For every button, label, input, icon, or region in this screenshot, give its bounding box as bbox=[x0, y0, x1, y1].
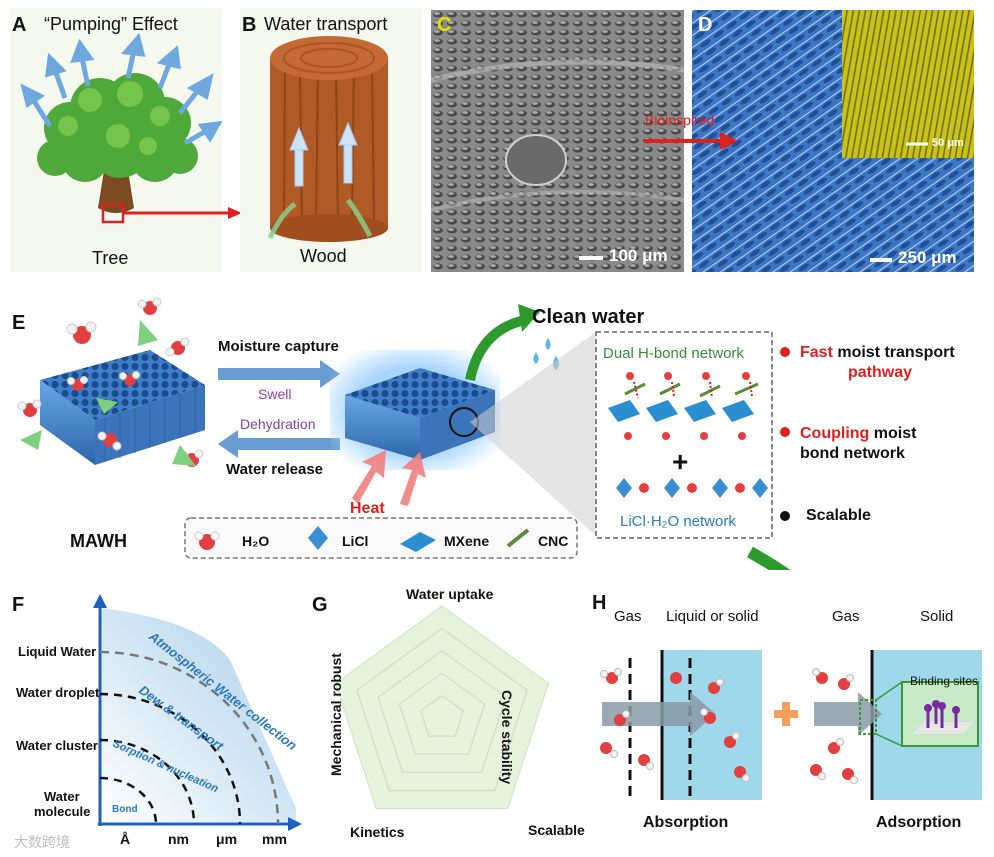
absorption-adsorption-diagram bbox=[600, 650, 982, 800]
radar-chart bbox=[334, 605, 550, 810]
moisture-capture-label: Moisture capture bbox=[218, 338, 339, 355]
h-left-gas: Gas bbox=[614, 608, 642, 625]
radar-axis-water-uptake: Water uptake bbox=[406, 586, 494, 602]
panel-label-b: B bbox=[242, 14, 257, 36]
panel-a-title: “Pumping” Effect bbox=[44, 14, 178, 34]
radar-ring-2 bbox=[377, 650, 507, 773]
radar-axis-scalable: Scalable bbox=[528, 822, 585, 838]
radar-axis-cycle-stability: Cycle stability bbox=[499, 690, 515, 785]
plus-label: + bbox=[672, 446, 689, 477]
heat-label: Heat bbox=[350, 500, 385, 517]
scalebar-c: 100 μm bbox=[609, 246, 668, 265]
tree-caption: Tree bbox=[92, 248, 129, 268]
feature-1: Fast moist transport pathway bbox=[800, 343, 955, 383]
dehydration-label: Dehydration bbox=[240, 416, 316, 432]
panel-b: B Water transport Wood bbox=[240, 8, 422, 272]
wood-scaffold-image bbox=[692, 10, 974, 272]
level-liquid-water: Liquid Water bbox=[18, 644, 97, 659]
level-water-droplet: Water droplet bbox=[16, 685, 100, 700]
mawh-label: MAWH bbox=[70, 531, 127, 551]
feature-1-highlight: Fast bbox=[800, 344, 833, 361]
panel-label-h: H bbox=[592, 592, 607, 614]
clean-water-label: Clean water bbox=[532, 306, 645, 328]
panel-label-f: F bbox=[12, 594, 25, 616]
feature-2-rest: moist bbox=[869, 425, 917, 442]
level-water-molecule-2: molecule bbox=[34, 804, 91, 819]
legend-licl: LiCl bbox=[342, 533, 369, 549]
radar-axis-kinetics: Kinetics bbox=[350, 824, 405, 840]
panel-label-c: C bbox=[437, 14, 452, 36]
sem-image bbox=[431, 10, 684, 272]
arc-label-bond: Bond bbox=[112, 804, 138, 815]
level-water-molecule-1: Water bbox=[44, 789, 80, 804]
dual-network-label: Dual H-bond network bbox=[603, 345, 744, 362]
panel-label-a: A bbox=[12, 14, 27, 36]
feature-2-highlight: Coupling bbox=[800, 425, 870, 442]
scale-diagram: Atmospheric Water collection Dew & trans… bbox=[93, 594, 302, 831]
panel-label-e: E bbox=[12, 312, 26, 334]
h-left-phase: Liquid or solid bbox=[666, 608, 759, 625]
radar-axis-mechanical: Mechanical robust bbox=[328, 653, 344, 776]
connector-arrow bbox=[122, 207, 242, 219]
panel-d: D 50 μm 250 μm bbox=[692, 10, 974, 272]
adsorption-label: Adsorption bbox=[876, 814, 962, 831]
h-right-phase: Solid bbox=[920, 608, 954, 625]
legend-h2o: H₂O bbox=[242, 533, 270, 549]
bioinspired-arrow bbox=[644, 132, 738, 150]
licl-network-label: LiCl·H₂O network bbox=[620, 513, 736, 530]
panel-label-g: G bbox=[312, 594, 328, 616]
panel-b-title: Water transport bbox=[264, 14, 388, 34]
wood-caption: Wood bbox=[300, 246, 347, 266]
feature-3-text: Scalable bbox=[806, 507, 871, 524]
water-release-label: Water release bbox=[226, 461, 324, 478]
legend-mxene: MXene bbox=[444, 533, 490, 549]
h-right-gas: Gas bbox=[832, 608, 860, 625]
feature-3: Scalable bbox=[806, 507, 871, 525]
feature-1-line2: pathway bbox=[848, 364, 913, 381]
legend-cnc: CNC bbox=[538, 533, 569, 549]
panel-label-d: D bbox=[698, 14, 713, 36]
feature-1-rest: moist transport bbox=[832, 344, 955, 361]
level-water-cluster: Water cluster bbox=[16, 738, 98, 753]
panel-a: A “Pumping” Effect Tree bbox=[10, 8, 223, 272]
radar-ring-1 bbox=[356, 627, 528, 792]
bioinspired-label: Bioinspired bbox=[645, 112, 715, 128]
panel-c: C 100 μm bbox=[431, 10, 684, 272]
feature-2: Coupling moist bond network bbox=[800, 424, 916, 464]
radar-ring-4 bbox=[419, 694, 465, 737]
wood-illustration bbox=[267, 36, 388, 242]
scalebar-d: 250 μm bbox=[898, 248, 957, 267]
feature-2-line2: bond network bbox=[800, 445, 905, 462]
panel-e-graphics bbox=[17, 297, 791, 570]
tick-mm: mm bbox=[262, 831, 287, 847]
tree-illustration bbox=[20, 32, 223, 224]
absorption-label: Absorption bbox=[643, 814, 729, 831]
radar-area bbox=[334, 605, 550, 810]
inset-scalebar-d: 50 μm bbox=[932, 137, 964, 149]
swell-label: Swell bbox=[258, 386, 292, 402]
watermark: 大数跨境 bbox=[14, 834, 70, 850]
tick-um: μm bbox=[216, 831, 238, 847]
radar-ring-3 bbox=[398, 672, 486, 755]
tick-nm: nm bbox=[168, 831, 189, 847]
tick-angstrom: Å bbox=[120, 831, 131, 847]
binding-sites-label: Binding sites bbox=[910, 674, 979, 688]
